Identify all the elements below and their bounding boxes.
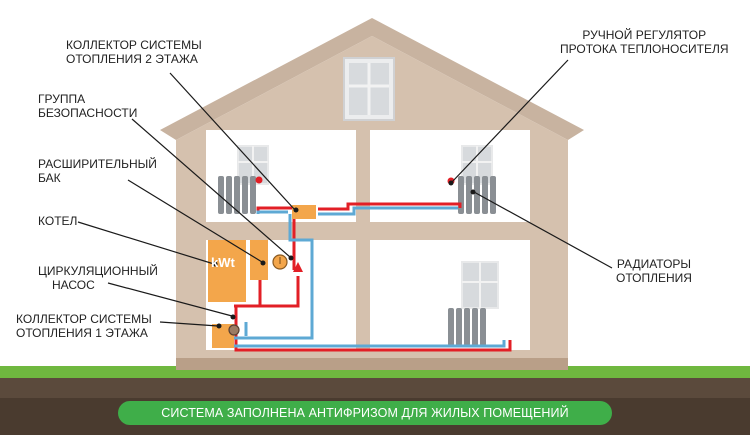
label-collector-2nd-floor: КОЛЛЕКТОР СИСТЕМЫ ОТОПЛЕНИЯ 2 ЭТАЖА	[66, 38, 202, 66]
attic-window	[343, 57, 395, 121]
radiator-2nd-left	[218, 176, 256, 214]
regulator-valve-left	[255, 176, 263, 184]
label-circulation-pump: ЦИРКУЛЯЦИОННЫЙ НАСОС	[38, 264, 158, 292]
antifreeze-banner: СИСТЕМА ЗАПОЛНЕНА АНТИФРИЗОМ ДЛЯ ЖИЛЫХ П…	[118, 401, 612, 425]
label-flow-regulator: РУЧНОЙ РЕГУЛЯТОР ПРОТОКА ТЕПЛОНОСИТЕЛЯ	[560, 28, 729, 56]
foundation	[176, 358, 568, 370]
boiler-text: kWt	[211, 255, 235, 270]
radiator-2nd-right	[458, 176, 496, 214]
safety-valve	[293, 262, 303, 272]
radiator-1st-right	[448, 308, 486, 346]
label-safety-group: ГРУППА БЕЗОПАСНОСТИ	[38, 92, 138, 120]
callout-dots	[212, 180, 476, 329]
circulation-pump	[228, 324, 240, 336]
window-1st-right	[461, 261, 499, 309]
label-radiators: РАДИАТОРЫ ОТОПЛЕНИЯ	[616, 257, 692, 285]
callout-lines	[77, 59, 613, 327]
label-expansion-tank: РАСШИРИТЕЛЬНЫЙ БАК	[38, 157, 157, 185]
boiler	[208, 240, 246, 302]
label-collector-1st-floor: КОЛЛЕКТОР СИСТЕМЫ ОТОПЛЕНИЯ 1 ЭТАЖА	[16, 312, 152, 340]
label-boiler: КОТЕЛ	[38, 214, 78, 228]
